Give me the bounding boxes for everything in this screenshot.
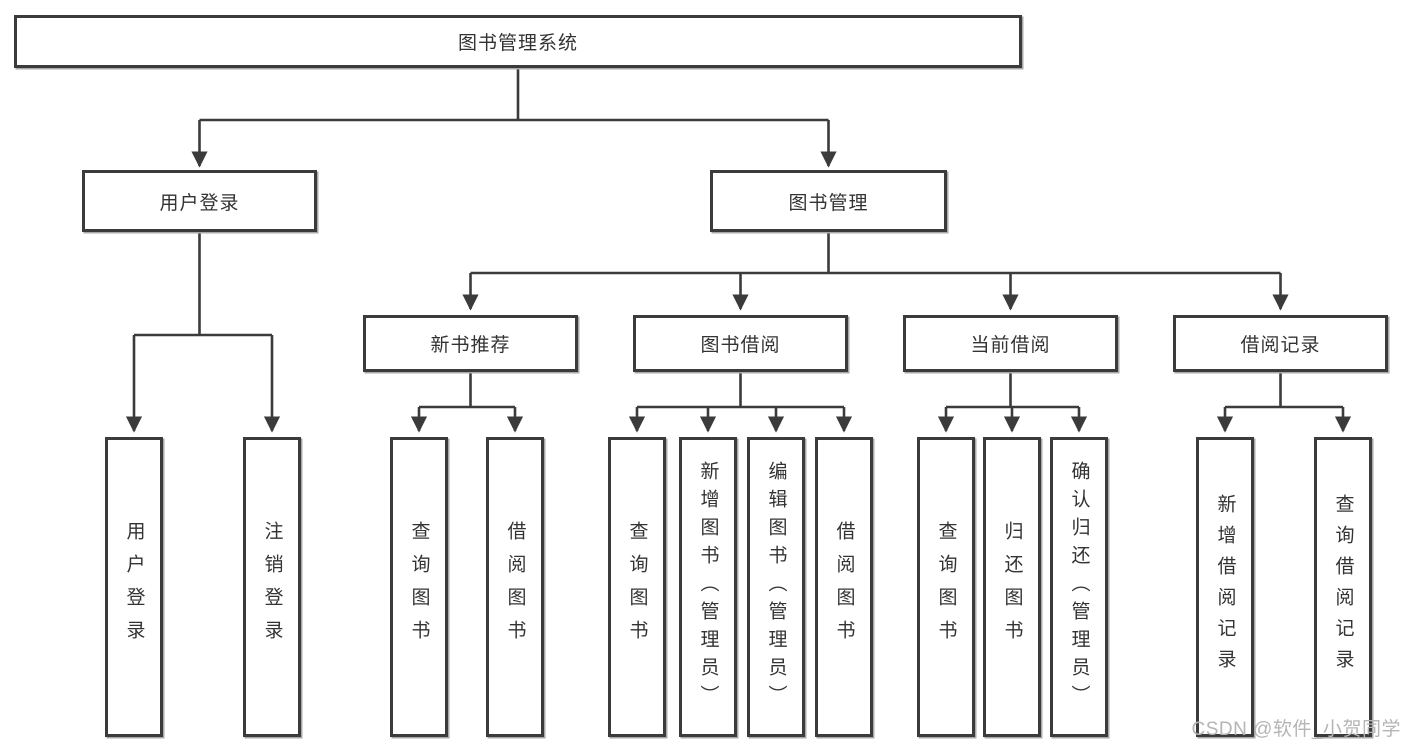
leaf-logout: 注销登录 — [243, 437, 301, 737]
leaf-user-login: 用户登录 — [105, 437, 163, 737]
leaf-add-books-admin: 新增图书（管理员） — [679, 437, 737, 737]
leaf-confirm-return-admin: 确认归还（管理员） — [1050, 437, 1108, 737]
node-new-book-recommendation: 新书推荐 — [363, 315, 578, 372]
node-borrowing-records: 借阅记录 — [1173, 315, 1388, 372]
node-current-borrowing: 当前借阅 — [903, 315, 1118, 372]
leaf-edit-books-admin: 编辑图书（管理员） — [747, 437, 805, 737]
leaf-query-books-recommend: 查询图书 — [390, 437, 448, 737]
leaf-add-borrow-record: 新增借阅记录 — [1196, 437, 1254, 737]
node-book-management: 图书管理 — [710, 170, 947, 232]
leaf-query-books-current: 查询图书 — [917, 437, 975, 737]
csdn-watermark: CSDN @软件_小贺同学 — [1191, 719, 1401, 740]
node-book-borrowing: 图书借阅 — [633, 315, 848, 372]
leaf-borrow-books-borrowing: 借阅图书 — [815, 437, 873, 737]
leaf-borrow-books-recommend: 借阅图书 — [486, 437, 544, 737]
leaf-return-books: 归还图书 — [983, 437, 1041, 737]
node-root: 图书管理系统 — [14, 15, 1022, 68]
node-user-login: 用户登录 — [82, 170, 317, 232]
leaf-query-books-borrowing: 查询图书 — [608, 437, 666, 737]
leaf-query-borrow-record: 查询借阅记录 — [1314, 437, 1372, 737]
